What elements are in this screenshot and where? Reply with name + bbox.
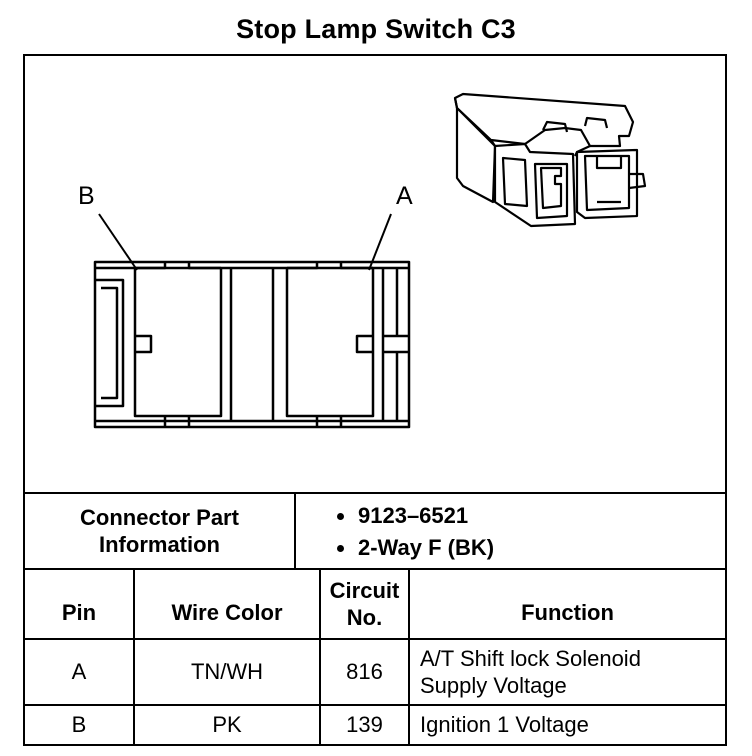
connector-face-view bbox=[93, 213, 411, 429]
connector-panel: B A Connector Part Information 9123–6521… bbox=[23, 54, 727, 746]
connector-info-label: Connector Part Information bbox=[80, 504, 239, 558]
connector-drawing bbox=[93, 92, 647, 429]
pin-b-label: B bbox=[78, 182, 95, 210]
row-a-wire-color: TN/WH bbox=[190, 659, 264, 685]
leader-line-b bbox=[98, 213, 138, 271]
info-row-border bbox=[25, 568, 725, 570]
header-row-border bbox=[25, 638, 725, 640]
header-function: Function bbox=[521, 600, 614, 626]
page-title: Stop Lamp Switch C3 bbox=[236, 14, 516, 44]
connector-diagram: B A bbox=[25, 56, 725, 492]
col-divider-3 bbox=[408, 568, 410, 744]
row-a-pin: A bbox=[71, 659, 87, 685]
row-b-circuit: 139 bbox=[346, 712, 383, 738]
col-divider-1 bbox=[133, 568, 135, 744]
connector-info-list: 9123–6521 2-Way F (BK) bbox=[337, 500, 494, 564]
bullet-icon bbox=[337, 512, 344, 520]
leader-line-a bbox=[368, 213, 392, 271]
row-a-circuit: 816 bbox=[346, 659, 383, 685]
info-divider bbox=[294, 492, 296, 568]
connector-3d-illustration bbox=[453, 92, 647, 228]
row-a-border bbox=[25, 704, 725, 706]
header-wire-color: Wire Color bbox=[171, 600, 283, 626]
col-divider-2 bbox=[319, 568, 321, 744]
pin-a-label: A bbox=[396, 182, 413, 210]
header-circuit: Circuit No. bbox=[329, 577, 400, 631]
row-b-pin: B bbox=[71, 712, 87, 738]
row-b-function: Ignition 1 Voltage bbox=[420, 712, 589, 738]
connector-info-item: 2-Way F (BK) bbox=[337, 532, 494, 564]
connector-info-item: 9123–6521 bbox=[337, 500, 494, 532]
header-pin: Pin bbox=[61, 600, 97, 626]
row-b-wire-color: PK bbox=[212, 712, 242, 738]
table-top-border bbox=[25, 492, 725, 494]
bullet-icon bbox=[337, 544, 344, 552]
row-a-function: A/T Shift lock Solenoid Supply Voltage bbox=[420, 645, 641, 699]
